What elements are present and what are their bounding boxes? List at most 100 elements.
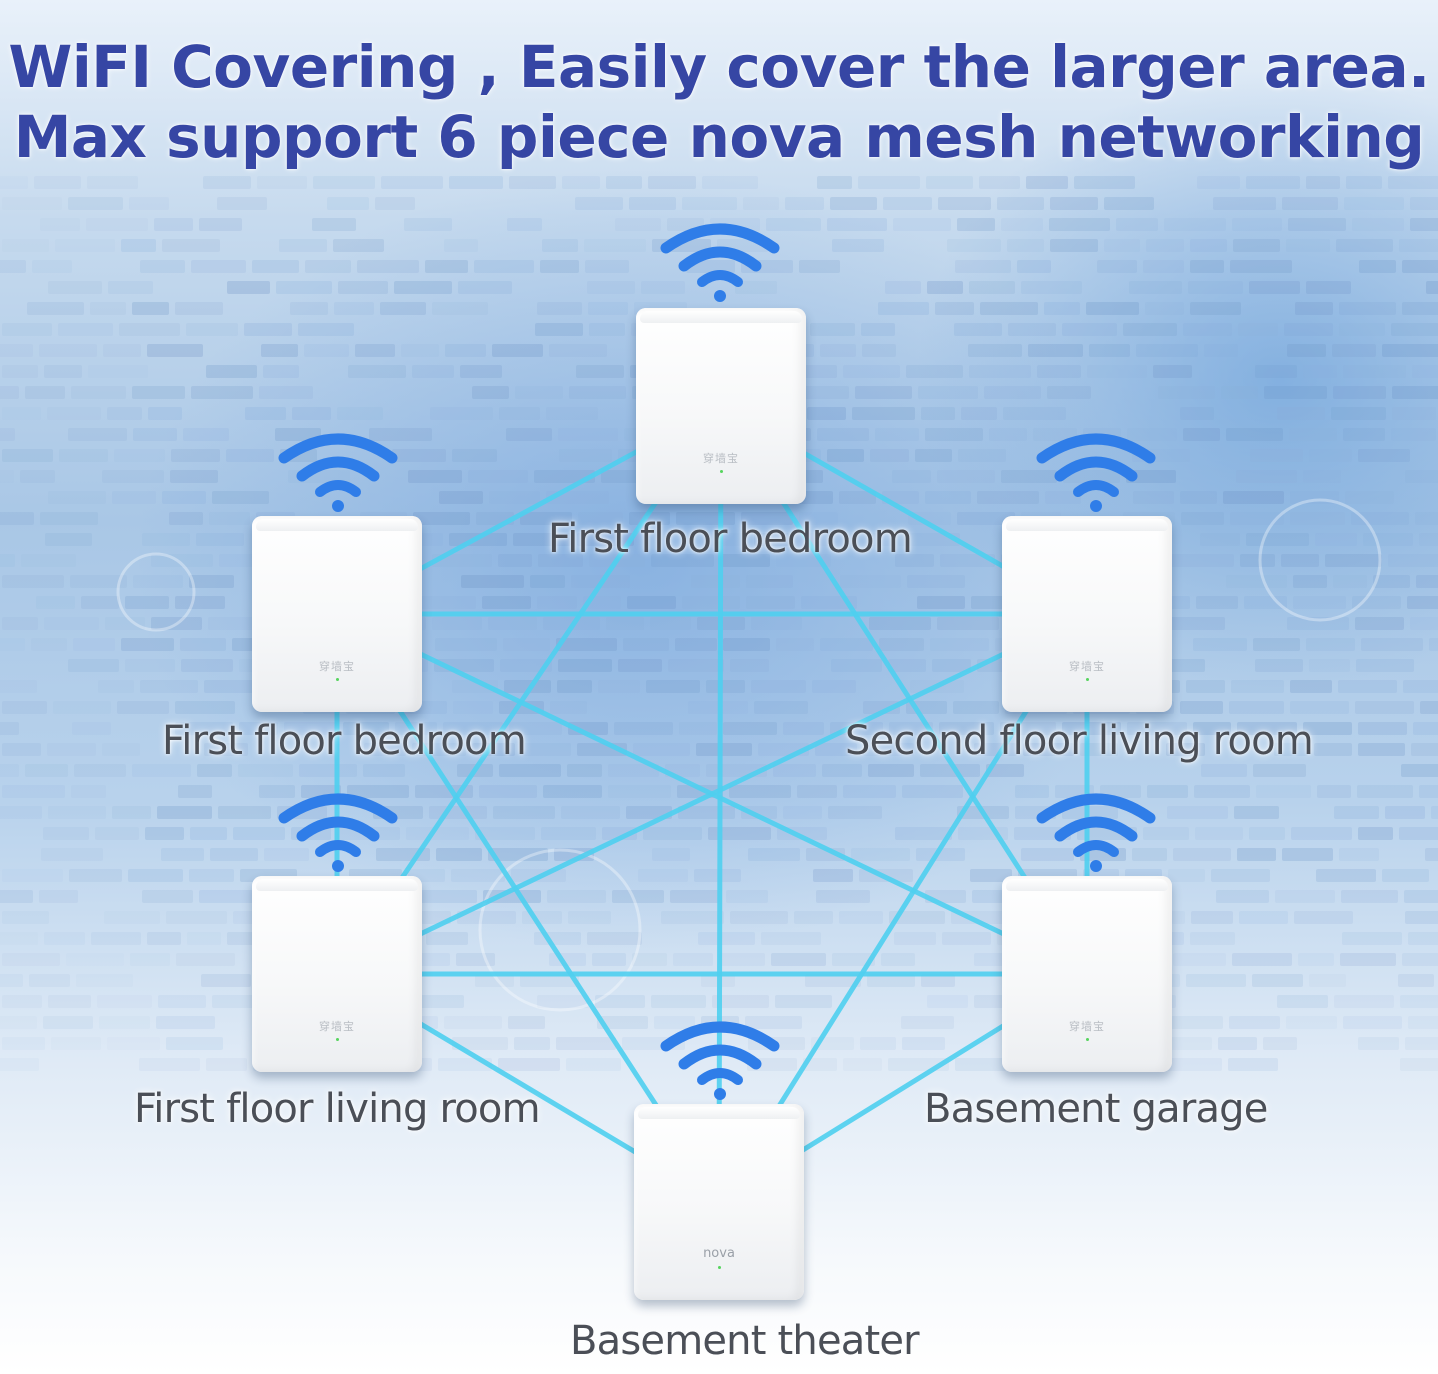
brick bbox=[670, 890, 720, 903]
brick bbox=[0, 344, 33, 357]
brick bbox=[452, 1037, 508, 1050]
brick bbox=[1426, 281, 1438, 294]
brick bbox=[1062, 806, 1118, 819]
brick bbox=[883, 197, 932, 210]
brick bbox=[107, 407, 142, 420]
brick bbox=[1294, 911, 1353, 924]
brick bbox=[43, 1016, 93, 1029]
brick bbox=[1238, 323, 1278, 336]
brick bbox=[567, 764, 602, 777]
brick bbox=[852, 407, 915, 420]
brick bbox=[816, 890, 870, 903]
brick bbox=[413, 512, 470, 525]
brick bbox=[997, 197, 1044, 210]
brick bbox=[68, 659, 119, 672]
brick bbox=[1200, 533, 1240, 546]
brick bbox=[1391, 428, 1436, 441]
brick bbox=[820, 344, 856, 357]
node-label-top: First floor bedroom bbox=[548, 516, 913, 562]
brick bbox=[558, 659, 612, 672]
brick bbox=[1309, 449, 1352, 462]
brick bbox=[257, 176, 307, 189]
brick bbox=[0, 806, 42, 819]
brick bbox=[1303, 722, 1352, 735]
brick bbox=[1127, 428, 1177, 441]
brick bbox=[108, 281, 153, 294]
brick bbox=[499, 764, 561, 777]
headline-line-1: WiFI Covering , Easily cover the larger … bbox=[8, 33, 1430, 101]
node-brand: nova bbox=[703, 1246, 735, 1261]
brick bbox=[2, 911, 49, 924]
brick bbox=[1392, 386, 1438, 399]
brick bbox=[343, 722, 389, 735]
brick bbox=[1213, 197, 1276, 210]
brick bbox=[754, 533, 789, 546]
brick bbox=[1334, 995, 1394, 1008]
brick bbox=[112, 491, 156, 504]
brick bbox=[1303, 470, 1341, 483]
brick bbox=[445, 344, 486, 357]
brick bbox=[942, 932, 991, 945]
brick bbox=[1226, 428, 1283, 441]
brick bbox=[98, 680, 134, 693]
brick bbox=[1003, 407, 1066, 420]
brick bbox=[702, 533, 748, 546]
brick bbox=[953, 701, 999, 714]
brick bbox=[588, 302, 628, 315]
brick bbox=[162, 239, 220, 252]
brick bbox=[406, 827, 469, 840]
brick bbox=[279, 239, 327, 252]
brick bbox=[537, 995, 589, 1008]
brick bbox=[862, 344, 896, 357]
brick bbox=[68, 428, 127, 441]
brick bbox=[1410, 218, 1438, 231]
brick bbox=[592, 953, 626, 966]
brick bbox=[723, 638, 770, 651]
brick bbox=[1244, 596, 1287, 609]
brick bbox=[907, 575, 965, 588]
brick bbox=[125, 596, 169, 609]
brick bbox=[1291, 827, 1352, 840]
brick bbox=[2, 323, 52, 336]
brick bbox=[119, 323, 180, 336]
brick bbox=[1332, 344, 1376, 357]
brick bbox=[633, 743, 690, 756]
brick bbox=[1298, 953, 1334, 966]
brick bbox=[568, 911, 611, 924]
brick bbox=[861, 323, 895, 336]
node-label-lower-right: Basement garage bbox=[924, 1086, 1268, 1132]
brick bbox=[1338, 680, 1397, 693]
node-label-upper-right: Second floor living room bbox=[845, 718, 1314, 764]
brick bbox=[651, 995, 706, 1008]
brick bbox=[40, 218, 80, 231]
brick bbox=[493, 806, 555, 819]
brick bbox=[691, 575, 740, 588]
brick bbox=[472, 743, 515, 756]
brick bbox=[1358, 1037, 1399, 1050]
brick bbox=[169, 512, 203, 525]
brick bbox=[615, 218, 661, 231]
brick bbox=[901, 1016, 954, 1029]
brick bbox=[1240, 554, 1275, 567]
brick bbox=[549, 344, 607, 357]
brick bbox=[71, 386, 126, 399]
brick bbox=[48, 491, 106, 504]
brick bbox=[766, 218, 821, 231]
brick bbox=[1221, 386, 1258, 399]
brick bbox=[44, 617, 99, 630]
brick bbox=[48, 806, 106, 819]
brick bbox=[822, 764, 862, 777]
brick bbox=[783, 722, 824, 735]
brick bbox=[121, 638, 174, 651]
brick bbox=[745, 1016, 802, 1029]
brick bbox=[175, 701, 235, 714]
brick bbox=[970, 869, 1012, 882]
brick bbox=[1306, 638, 1355, 651]
brick bbox=[436, 848, 482, 861]
brick bbox=[1086, 302, 1139, 315]
mesh-router-icon: 穿墙宝 bbox=[1002, 516, 1172, 712]
brick bbox=[1342, 932, 1402, 945]
brick bbox=[1334, 806, 1379, 819]
brick bbox=[1274, 743, 1308, 756]
brick bbox=[1325, 554, 1382, 567]
